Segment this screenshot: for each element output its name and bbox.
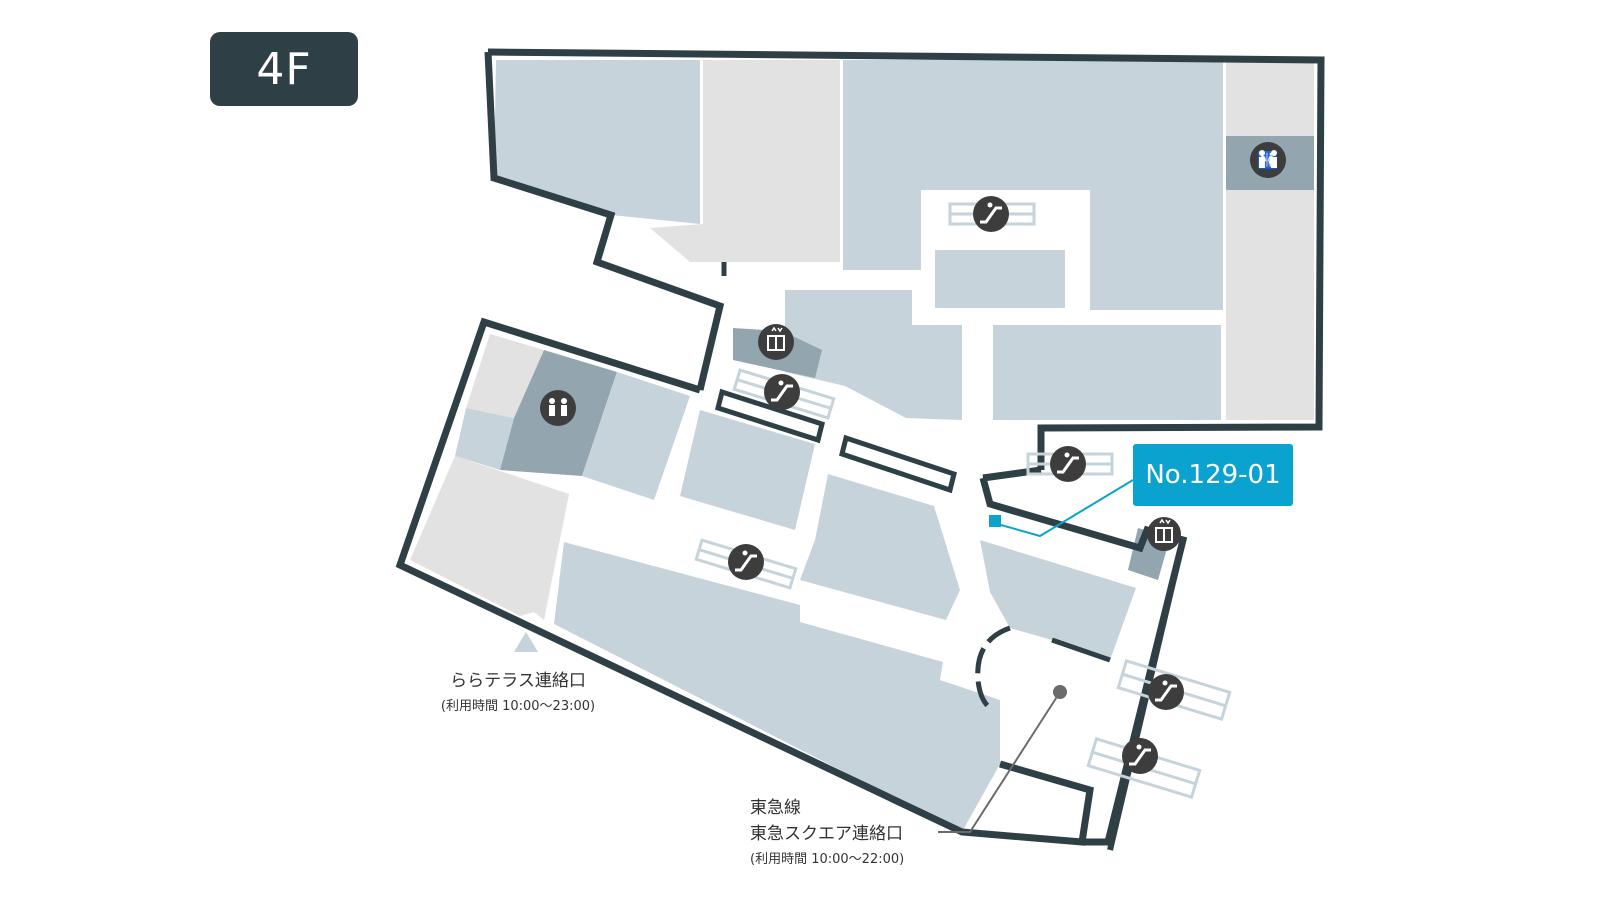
escalator-icon[interactable] <box>764 374 800 410</box>
shop-block[interactable] <box>935 250 1065 308</box>
elevator-icon[interactable] <box>758 324 794 360</box>
escalator-icon[interactable] <box>1148 674 1184 710</box>
entrance-hours: (利用時間 10:00～23:00) <box>440 699 596 714</box>
escalator-icon[interactable] <box>1050 446 1086 482</box>
shop-block[interactable] <box>466 334 544 418</box>
shop-block[interactable] <box>494 60 700 224</box>
escalator-icon[interactable] <box>973 196 1009 232</box>
entrance-label-tokyu-square: 東急線 東急スクエア連絡口 (利用時間 10:00～22:00) <box>750 795 904 873</box>
shop-block[interactable] <box>1090 190 1223 310</box>
shop-number: No.129-01 <box>1145 460 1281 490</box>
escalator-icon[interactable] <box>728 544 764 580</box>
entrance-name: ららテラス連絡口 <box>450 671 586 691</box>
shop-block[interactable] <box>980 540 1136 660</box>
shop-block[interactable] <box>650 60 840 262</box>
shop-block[interactable] <box>993 325 1221 420</box>
floor-badge: 4F <box>210 32 358 106</box>
shop-block[interactable] <box>843 60 1223 190</box>
entrance-hours: (利用時間 10:00～22:00) <box>750 852 905 867</box>
elevator-icon[interactable] <box>1147 517 1181 551</box>
shop-block[interactable] <box>800 474 960 620</box>
highlighted-shop[interactable] <box>989 515 1001 527</box>
highlight-leader-line <box>1000 479 1134 538</box>
floor-label: 4F <box>256 43 312 95</box>
shop-number-tag[interactable]: No.129-01 <box>1133 444 1293 506</box>
entrance-arrow <box>514 632 538 652</box>
shop-block[interactable] <box>410 456 569 620</box>
north-building <box>484 48 1325 528</box>
entrance-label-lalaterrace: ららテラス連絡口 (利用時間 10:00～23:00) <box>418 668 618 720</box>
shop-block[interactable] <box>1226 190 1314 420</box>
entrance-pointer <box>938 685 1067 833</box>
entrance-line: 東急線 <box>750 798 801 818</box>
shop-block[interactable] <box>554 542 1000 832</box>
shop-block[interactable] <box>785 290 962 420</box>
shop-block[interactable] <box>1226 60 1314 136</box>
restroom-icon[interactable]: 🚻 <box>1250 142 1286 178</box>
shop-block[interactable] <box>455 408 514 470</box>
escalator-icon[interactable] <box>1122 738 1158 774</box>
shop-block[interactable] <box>843 190 921 270</box>
restroom-icon[interactable] <box>540 390 576 426</box>
entrance-name: 東急スクエア連絡口 <box>750 824 903 844</box>
shop-block[interactable] <box>582 372 690 500</box>
shop-block[interactable] <box>680 410 815 530</box>
